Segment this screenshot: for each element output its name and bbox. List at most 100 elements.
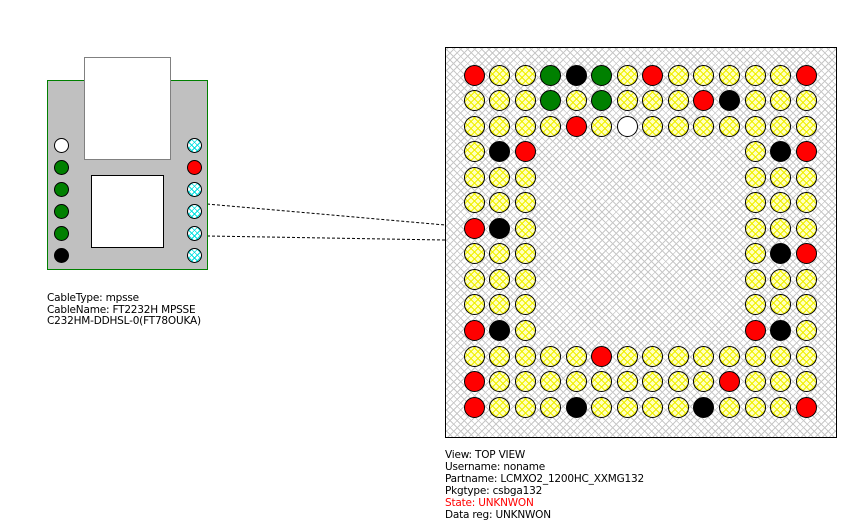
ball-r3-c11[interactable] [719, 115, 740, 137]
ball-r5-c3[interactable] [514, 166, 536, 188]
ball-r2-c14[interactable] [795, 90, 817, 112]
ball-r9-c2[interactable] [489, 268, 511, 290]
ball-r14-c11[interactable] [719, 396, 740, 418]
cable-pin-right-6[interactable] [187, 248, 202, 263]
ball-r7-c3[interactable] [514, 217, 536, 239]
ball-r4-c2[interactable] [489, 141, 511, 163]
ball-r10-c12[interactable] [744, 294, 766, 316]
ball-r9-c13[interactable] [770, 268, 792, 290]
ball-r2-c1[interactable] [463, 90, 485, 112]
ball-r3-c9[interactable] [667, 115, 689, 137]
ball-r2-c12[interactable] [744, 90, 766, 112]
cable-pin-left-2[interactable] [54, 160, 69, 175]
ball-r8-c12[interactable] [744, 243, 766, 265]
ball-r13-c10[interactable] [693, 371, 715, 393]
ball-r3-c13[interactable] [770, 115, 792, 137]
ball-r2-c10[interactable] [693, 90, 715, 112]
ball-r4-c12[interactable] [744, 141, 766, 163]
ball-r8-c1[interactable] [463, 243, 485, 265]
ball-r1-c7[interactable] [616, 64, 638, 86]
ball-r12-c2[interactable] [489, 345, 511, 367]
ball-r14-c13[interactable] [770, 396, 792, 418]
ball-r6-c1[interactable] [463, 192, 485, 214]
ball-r6-c2[interactable] [489, 192, 511, 214]
ball-r2-c6[interactable] [591, 90, 613, 112]
ball-r1-c14[interactable] [795, 64, 817, 86]
ball-r7-c12[interactable] [744, 217, 766, 239]
ball-r11-c1[interactable] [463, 320, 485, 341]
ball-r13-c3[interactable] [514, 371, 536, 393]
ball-r14-c3[interactable] [514, 396, 536, 418]
ball-r1-c6[interactable] [591, 64, 613, 86]
ball-r13-c4[interactable] [540, 371, 562, 393]
ball-r2-c13[interactable] [770, 90, 792, 112]
ball-r12-c6[interactable] [591, 345, 613, 367]
ball-r3-c3[interactable] [514, 115, 536, 137]
ball-r2-c8[interactable] [642, 90, 664, 112]
ball-r5-c13[interactable] [770, 166, 792, 188]
ball-r2-c7[interactable] [616, 90, 638, 112]
ball-r13-c14[interactable] [795, 371, 817, 393]
cable-pin-right-1[interactable] [187, 138, 202, 153]
ball-r7-c2[interactable] [489, 217, 511, 239]
ball-r1-c1[interactable] [463, 64, 485, 86]
ball-r4-c14[interactable] [795, 141, 817, 163]
ball-r8-c2[interactable] [489, 243, 511, 265]
ball-r13-c8[interactable] [642, 371, 664, 393]
ball-r1-c3[interactable] [514, 64, 536, 86]
ball-r13-c13[interactable] [770, 371, 792, 393]
ball-r3-c14[interactable] [795, 115, 817, 137]
ball-r5-c14[interactable] [795, 166, 817, 188]
ball-r3-c1[interactable] [463, 115, 485, 137]
cable-pin-right-3[interactable] [187, 182, 202, 197]
ball-r12-c9[interactable] [667, 345, 689, 367]
ball-r1-c11[interactable] [719, 64, 740, 86]
ball-r1-c2[interactable] [489, 64, 511, 86]
ball-r3-c12[interactable] [744, 115, 766, 137]
ball-r2-c5[interactable] [565, 90, 587, 112]
ball-r14-c14[interactable] [795, 396, 817, 418]
ball-r12-c7[interactable] [616, 345, 638, 367]
ball-r11-c3[interactable] [514, 320, 536, 341]
ball-r11-c2[interactable] [489, 320, 511, 341]
ball-r12-c8[interactable] [642, 345, 664, 367]
ball-r6-c13[interactable] [770, 192, 792, 214]
ball-r12-c14[interactable] [795, 345, 817, 367]
ball-r9-c12[interactable] [744, 268, 766, 290]
ball-r9-c14[interactable] [795, 268, 817, 290]
ball-r11-c14[interactable] [795, 320, 817, 341]
ball-r13-c9[interactable] [667, 371, 689, 393]
ball-r13-c7[interactable] [616, 371, 638, 393]
ball-r5-c1[interactable] [463, 166, 485, 188]
ball-r12-c4[interactable] [540, 345, 562, 367]
ball-r7-c14[interactable] [795, 217, 817, 239]
ball-r14-c7[interactable] [616, 396, 638, 418]
ball-r2-c3[interactable] [514, 90, 536, 112]
ball-r9-c3[interactable] [514, 268, 536, 290]
ball-r1-c13[interactable] [770, 64, 792, 86]
ball-r10-c3[interactable] [514, 294, 536, 316]
ball-r14-c8[interactable] [642, 396, 664, 418]
cable-pin-left-3[interactable] [54, 182, 69, 197]
ball-r2-c11[interactable] [719, 90, 740, 112]
ball-r10-c1[interactable] [463, 294, 485, 316]
ball-r3-c2[interactable] [489, 115, 511, 137]
ball-r2-c4[interactable] [540, 90, 562, 112]
ball-r7-c1[interactable] [463, 217, 485, 239]
ball-r14-c6[interactable] [591, 396, 613, 418]
ball-r14-c12[interactable] [744, 396, 766, 418]
cable-pin-right-5[interactable] [187, 226, 202, 241]
ball-r7-c13[interactable] [770, 217, 792, 239]
ball-r1-c8[interactable] [642, 64, 664, 86]
ball-r1-c10[interactable] [693, 64, 715, 86]
ball-r13-c11[interactable] [719, 371, 740, 393]
ball-r14-c2[interactable] [489, 396, 511, 418]
ball-r3-c10[interactable] [693, 115, 715, 137]
ball-r4-c13[interactable] [770, 141, 792, 163]
cable-pin-right-2[interactable] [187, 160, 202, 175]
ball-r3-c4[interactable] [540, 115, 562, 137]
ball-r4-c3[interactable] [514, 141, 536, 163]
ball-r13-c5[interactable] [565, 371, 587, 393]
cable-pin-left-4[interactable] [54, 204, 69, 219]
ball-r12-c5[interactable] [565, 345, 587, 367]
